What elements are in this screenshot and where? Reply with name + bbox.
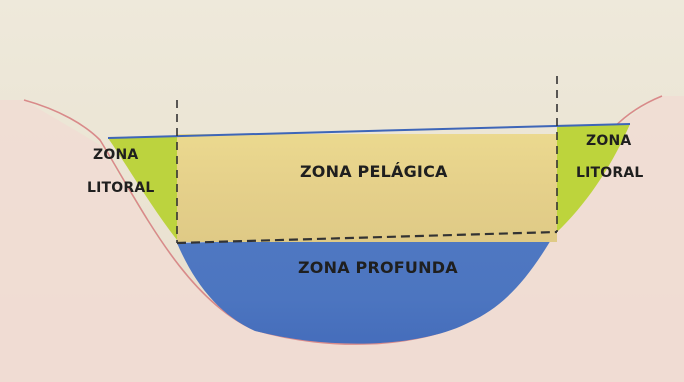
litoral-left-label-line1: ZONA — [93, 147, 139, 163]
litoral-right-label-line1: ZONA — [586, 133, 632, 149]
deep-zone-label: ZONA PROFUNDA — [298, 258, 458, 277]
litoral-right-label-line2: LITORAL — [576, 165, 644, 181]
pelagic-zone-label: ZONA PELÁGICA — [300, 162, 448, 181]
land-bank — [0, 96, 684, 382]
litoral-left-label-line2: LITORAL — [87, 180, 155, 196]
thermocline-dashed-line — [176, 230, 558, 245]
deep-zone-area — [177, 233, 555, 344]
litoral-left-area — [108, 136, 177, 240]
surface-line — [107, 123, 631, 139]
litoral-right-area — [557, 124, 630, 232]
pelagic-zone-area — [177, 134, 557, 242]
